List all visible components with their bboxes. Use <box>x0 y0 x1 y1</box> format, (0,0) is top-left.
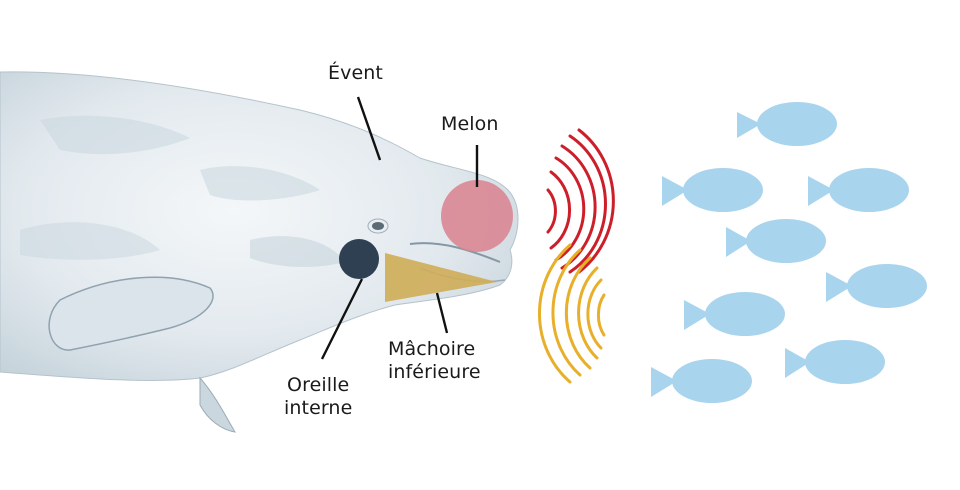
fish-school <box>651 102 927 403</box>
leader-inner-ear <box>320 278 364 360</box>
whale-shade <box>40 115 190 155</box>
outgoing-wave <box>560 144 597 270</box>
fish-icon <box>651 359 752 403</box>
leader-lower-jaw <box>435 292 449 334</box>
fish-icon <box>826 264 927 308</box>
inner-ear-marker <box>339 239 379 279</box>
whale-pectoral-fin <box>48 276 214 351</box>
whale-eye-ring <box>367 218 389 234</box>
label-inner-ear-line2: interne <box>284 397 353 419</box>
returning-sound-waves <box>538 243 606 384</box>
returning-wave <box>551 248 582 377</box>
whale-lower-fin <box>199 376 236 433</box>
label-lower-jaw-line1: Mâchoire <box>388 338 476 360</box>
fish-icon <box>785 340 885 384</box>
fish-icon <box>662 168 763 212</box>
fish-icon <box>808 168 909 212</box>
whale-shade <box>20 222 160 260</box>
fish-icon <box>684 292 785 336</box>
returning-wave <box>586 278 603 350</box>
label-lower-jaw-line2: inférieure <box>388 361 481 383</box>
whale-shade <box>200 166 320 201</box>
melon-marker <box>441 180 513 252</box>
returning-wave <box>538 243 572 384</box>
returning-wave <box>596 293 606 337</box>
label-lower-jaw: Mâchoire inférieure <box>388 338 481 384</box>
whale-mouth-line <box>409 242 501 263</box>
outgoing-sound-waves <box>546 128 615 274</box>
outgoing-wave <box>577 128 615 274</box>
whale-eye <box>372 222 384 230</box>
label-inner-ear-line1: Oreille <box>287 374 350 396</box>
outgoing-wave <box>554 156 586 262</box>
returning-wave <box>577 266 599 360</box>
lower-jaw-marker <box>385 253 497 302</box>
outgoing-wave <box>546 188 557 234</box>
outgoing-wave <box>568 134 607 274</box>
fish-icon <box>726 219 826 263</box>
beluga-whale <box>0 71 519 433</box>
label-blowhole: Évent <box>328 62 383 84</box>
label-melon: Melon <box>441 113 499 135</box>
fish-icon <box>737 102 837 146</box>
returning-wave <box>564 256 592 370</box>
leader-blowhole <box>356 96 382 161</box>
label-inner-ear: Oreille interne <box>284 374 352 420</box>
whale-shade <box>250 236 345 267</box>
outgoing-wave <box>549 170 572 250</box>
